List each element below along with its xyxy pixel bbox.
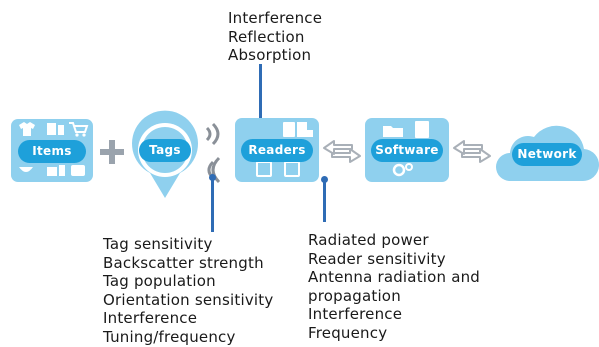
connector-readers-dot: [321, 176, 328, 183]
factor-frequency: Frequency: [308, 323, 388, 342]
factor-backscatter-strength: Backscatter strength: [103, 253, 264, 272]
connector-tags: [211, 176, 214, 232]
software-files-icon: [383, 121, 429, 177]
connector-tags-dot: [209, 174, 216, 181]
factor-reflection: Reflection: [228, 27, 305, 46]
factor-interference: Interference: [103, 309, 198, 328]
double-arrow-icon: [323, 140, 361, 163]
plus-icon: [100, 140, 124, 164]
connector-top: [259, 64, 262, 122]
rf-waves-icon: [205, 122, 221, 184]
factor-antenna-radiation: Antenna radiation and: [308, 268, 481, 287]
factor-reader-sensitivity: Reader sensitivity: [308, 249, 446, 268]
factor-interference: Interference: [228, 9, 323, 27]
tag-factors-list: Tag sensitivity Backscatter strength Tag…: [103, 235, 273, 347]
tags-label: Tags: [139, 139, 191, 162]
items-goods-icon: [19, 122, 89, 176]
items-label: Items: [18, 140, 86, 163]
environment-factors-list: Interference Reflection Absorption: [228, 9, 322, 65]
software-node: Software: [365, 118, 449, 182]
software-label: Software: [371, 139, 443, 162]
factor-tag-population: Tag population: [103, 272, 216, 291]
factor-radiated-power: Radiated power: [308, 231, 429, 249]
factor-absorption: Absorption: [228, 46, 312, 65]
factor-tuning-frequency: Tuning/frequency: [103, 327, 236, 346]
network-label: Network: [512, 143, 582, 166]
reader-factors-list: Radiated power Reader sensitivity Antenn…: [308, 231, 480, 343]
readers-devices-icon: [256, 122, 313, 177]
connector-readers: [323, 178, 326, 222]
items-node: Items: [11, 119, 93, 182]
double-arrow-icon: [453, 140, 491, 163]
factor-interference: Interference: [308, 305, 403, 324]
factor-orientation-sensitivity: Orientation sensitivity: [103, 290, 274, 309]
readers-label: Readers: [241, 139, 313, 162]
factor-propagation: propagation: [308, 286, 401, 305]
factor-tag-sensitivity: Tag sensitivity: [103, 235, 213, 253]
readers-node: Readers: [235, 118, 319, 182]
